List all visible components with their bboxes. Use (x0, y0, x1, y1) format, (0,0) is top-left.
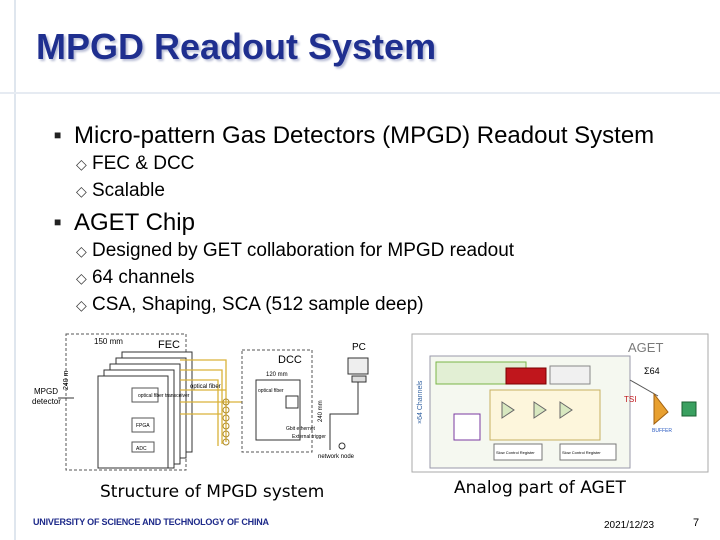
external-trigger-label: External trigger (292, 434, 326, 440)
output-icon (681, 401, 697, 417)
optical-fiber-transceiver-label: optical fiber transceiver (138, 393, 190, 399)
dim-240a-label: 240 m (63, 370, 70, 390)
adc-label: ADC (136, 446, 147, 452)
slide-title: MPGD Readout System (36, 26, 437, 67)
shaper-block (489, 389, 601, 441)
fpga-label: FPGA (136, 423, 150, 429)
dim-150-label: 150 mm (94, 337, 123, 346)
mpgd-system-diagram: MPGD detector 150 mm 240 m FEC optical f… (32, 333, 369, 471)
square-bullet-icon: ■ (54, 128, 62, 142)
optical-fiber-label: optical fiber (190, 384, 221, 390)
slow-control-a-label: Slow Control Register (496, 450, 535, 455)
pc-label: PC (352, 342, 366, 353)
figure-caption-left: Structure of MPGD system (100, 482, 325, 502)
dcc-card (255, 379, 301, 441)
sub-bullet-text: FEC & DCC (92, 153, 195, 174)
sub-bullet-text: Scalable (92, 180, 165, 201)
sub-bullet-text: 64 channels (92, 267, 195, 288)
mpgd-label: MPGD (34, 387, 58, 396)
sub-bullet-text: Designed by GET collaboration for MPGD r… (92, 240, 515, 261)
fec-card-stack (97, 351, 193, 469)
sub-bullet-item: ◇ Scalable (76, 180, 165, 202)
footer-university: UNIVERSITY OF SCIENCE AND TECHNOLOGY OF … (33, 517, 269, 527)
network-cable (329, 382, 359, 450)
sigma64-label: Σ64 (644, 366, 660, 376)
buffer-amp (653, 392, 669, 426)
bullet-text: AGET Chip (74, 209, 195, 236)
sub-bullet-text: CSA, Shaping, SCA (512 sample deep) (92, 294, 424, 315)
bullet-text: Micro-pattern Gas Detectors (MPGD) Reado… (74, 122, 655, 149)
pc-icon (347, 357, 369, 383)
sub-bullet-item: ◇ 64 channels (76, 267, 194, 289)
dcc-label: DCC (278, 354, 302, 366)
network-node-label: network node (318, 454, 355, 460)
buffer-label: BUFFER (652, 428, 672, 434)
dcc-fiber-label: optical fiber (258, 388, 284, 394)
gbit-ethernet-label: Gbit ethernet (286, 426, 316, 432)
diamond-bullet-icon: ◇ (76, 156, 87, 172)
slow-control-b-label: Slow Control Register (562, 450, 601, 455)
fec-label: FEC (158, 339, 180, 351)
figure-caption-right: Analog part of AGET (454, 478, 626, 498)
channels-label: ×64 Channels (417, 380, 424, 424)
footer-date: 2021/12/23 (604, 520, 655, 531)
left-accent-rule (14, 0, 16, 540)
dim-240b-label: 240 mm (318, 400, 324, 422)
svg-text:TSI: TSI (624, 395, 636, 404)
title-divider (0, 92, 720, 94)
page-number: 7 (693, 517, 700, 529)
square-bullet-icon: ■ (54, 215, 62, 229)
connector-coils (222, 398, 230, 446)
detector-label: detector (32, 397, 61, 406)
aget-analog-diagram: AGET ×64 Channels Slow Control Register … (411, 333, 709, 473)
sub-bullet-item: ◇ CSA, Shaping, SCA (512 sample deep) (76, 294, 424, 316)
diamond-bullet-icon: ◇ (76, 297, 87, 313)
sub-bullet-item: ◇ Designed by GET collaboration for MPGD … (76, 240, 514, 262)
dim-120-label: 120 mm (266, 372, 288, 378)
diamond-bullet-icon: ◇ (76, 183, 87, 199)
sca-block (505, 367, 547, 385)
diamond-bullet-icon: ◇ (76, 270, 87, 286)
amp-triangle (501, 401, 515, 419)
diamond-bullet-icon: ◇ (76, 243, 87, 259)
aget-label: AGET (628, 340, 663, 355)
sub-bullet-item: ◇ FEC & DCC (76, 153, 194, 175)
